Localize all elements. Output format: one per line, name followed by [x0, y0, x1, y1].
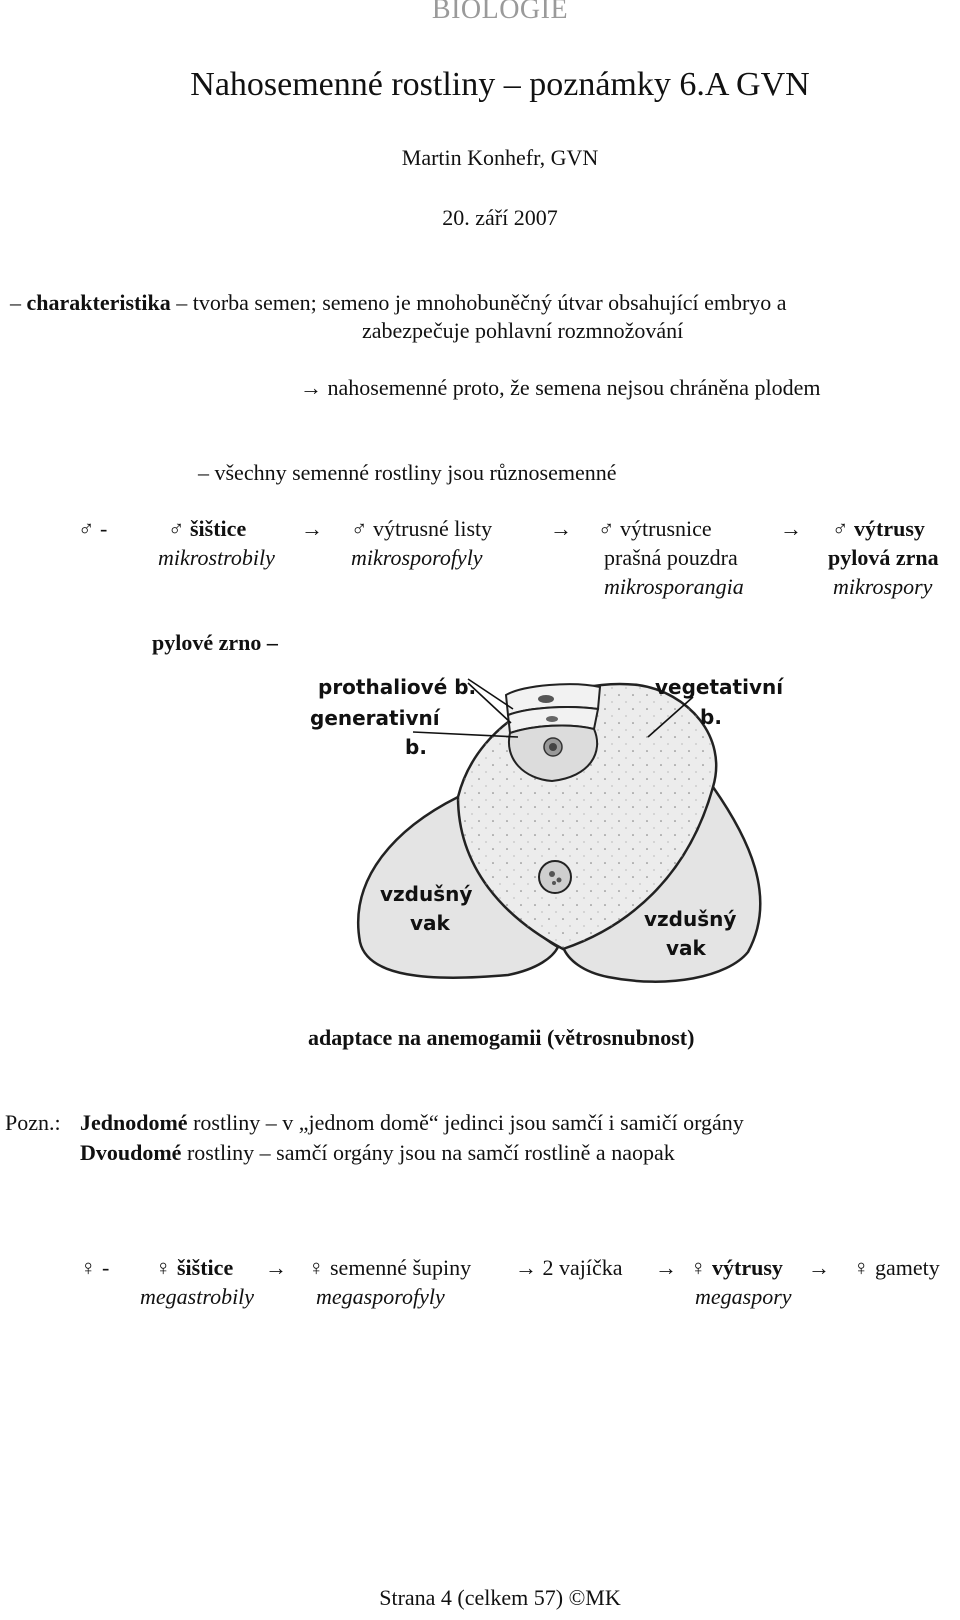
date: 20. září 2007 [442, 205, 558, 230]
naked-seed-explanation: → nahosemenné proto, že semena nejsou ch… [300, 375, 821, 400]
monoecious-term: Jednodomé [80, 1110, 188, 1135]
male-row-lead: ♂ - [78, 516, 108, 541]
characteristics-term: charakteristika [26, 290, 171, 315]
male-symbol: ♂ [598, 516, 615, 541]
diagram-caption: adaptace na anemogamii (větrosnubnost) [308, 1025, 695, 1050]
male-spores-sub2: mikrospory [833, 574, 933, 599]
male-sporangia: ♂ výtrusnice [598, 516, 712, 542]
female-gametes: ♀ gamety [853, 1255, 940, 1281]
monoecious-text: rostliny – v „jednom domě“ jedinci jsou … [193, 1110, 744, 1135]
male-symbol: ♂ [832, 516, 849, 541]
female-symbol: ♀ [853, 1255, 870, 1280]
characteristics-text-cont: zabezpečuje pohlavní rozmnožování [362, 318, 684, 343]
female-symbol: ♀ [308, 1255, 325, 1280]
heterosporous-note: – všechny semenné rostliny jsou různosem… [198, 460, 617, 485]
note-line-2: Dvoudomé rostliny – samčí orgány jsou na… [80, 1140, 675, 1166]
male-sporophylls-sub: mikrosporofyly [351, 545, 483, 570]
characteristics-line: – charakteristika – tvorba semen; semeno… [10, 290, 787, 316]
ovules: → 2 vajíčka [515, 1255, 623, 1280]
female-cone-sub: megastrobily [140, 1284, 255, 1309]
label-air-sac-left-2: vak [410, 911, 450, 935]
male-arrow-2: → [550, 516, 572, 541]
label-air-sac-right-1: vzdušný [644, 907, 737, 931]
male-sporangia-sub1: prašná pouzdra [604, 545, 738, 570]
dioecious-text: rostliny – samčí orgány jsou na samčí ro… [186, 1140, 675, 1165]
female-spores: ♀ výtrusy [690, 1255, 783, 1281]
female-sporophylls-term: semenné šupiny [330, 1255, 472, 1280]
male-sporophylls: ♂ výtrusné listy [351, 516, 492, 542]
female-gametes-term: gamety [875, 1255, 940, 1280]
male-arrow-1: → [301, 516, 323, 541]
female-arrow-3: → [655, 1255, 677, 1280]
page-footer: Strana 4 (celkem 57) ©MK [379, 1585, 621, 1610]
male-cone: ♂ šištice [168, 516, 246, 542]
vegetative-nucleus [538, 860, 572, 894]
male-sporangia-term: výtrusnice [620, 516, 712, 541]
female-symbol: ♀ [155, 1255, 172, 1280]
characteristics-text: – tvorba semen; semeno je mnohobuněčný ú… [176, 290, 787, 315]
female-spores-term: výtrusy [712, 1255, 783, 1280]
document-header: BIOLOGIE [431, 0, 569, 25]
label-vegetative-1: vegetativní [655, 675, 784, 699]
leading-dash: – [10, 290, 21, 315]
male-symbol: ♂ [168, 516, 185, 541]
female-sporophylls: ♀ semenné šupiny [308, 1255, 471, 1281]
note-prefix: Pozn.: [5, 1110, 61, 1135]
female-cone-term: šištice [177, 1255, 234, 1280]
female-cone: ♀ šištice [155, 1255, 233, 1281]
male-arrow-3: → [780, 516, 802, 541]
note-line-1: Jednodomé rostliny – v „jednom domě“ jed… [80, 1110, 744, 1136]
male-sporophylls-term: výtrusné listy [373, 516, 493, 541]
label-prothallial: prothaliové b. [318, 675, 477, 699]
male-sporangia-sub2: mikrosporangia [604, 574, 744, 599]
male-spores: ♂ výtrusy [832, 516, 925, 542]
author: Martin Konhefr, GVN [401, 145, 599, 170]
pollen-grain-label: pylové zrno – [152, 630, 278, 655]
male-spores-sub1: pylová zrna [828, 545, 939, 570]
female-spores-sub: megaspory [695, 1284, 792, 1309]
dioecious-term: Dvoudomé [80, 1140, 182, 1165]
female-arrow-4: → [808, 1255, 830, 1280]
male-symbol: ♂ [351, 516, 368, 541]
female-symbol: ♀ [690, 1255, 707, 1280]
female-arrow-1: → [265, 1255, 287, 1280]
male-cone-term: šištice [190, 516, 247, 541]
label-vegetative-2: b. [700, 705, 722, 729]
pollen-grain-diagram [308, 677, 802, 1007]
male-spores-term: výtrusy [854, 516, 925, 541]
label-air-sac-left-1: vzdušný [380, 882, 473, 906]
label-air-sac-right-2: vak [666, 936, 706, 960]
male-cone-sub: mikrostrobily [158, 545, 275, 570]
label-generative-1: generativní [310, 706, 440, 730]
female-sporophylls-sub: megasporofyly [316, 1284, 445, 1309]
female-row-lead: ♀ - [80, 1255, 110, 1280]
label-generative-2: b. [405, 735, 427, 759]
page-title: Nahosemenné rostliny – poznámky 6.A GVN [190, 66, 810, 103]
